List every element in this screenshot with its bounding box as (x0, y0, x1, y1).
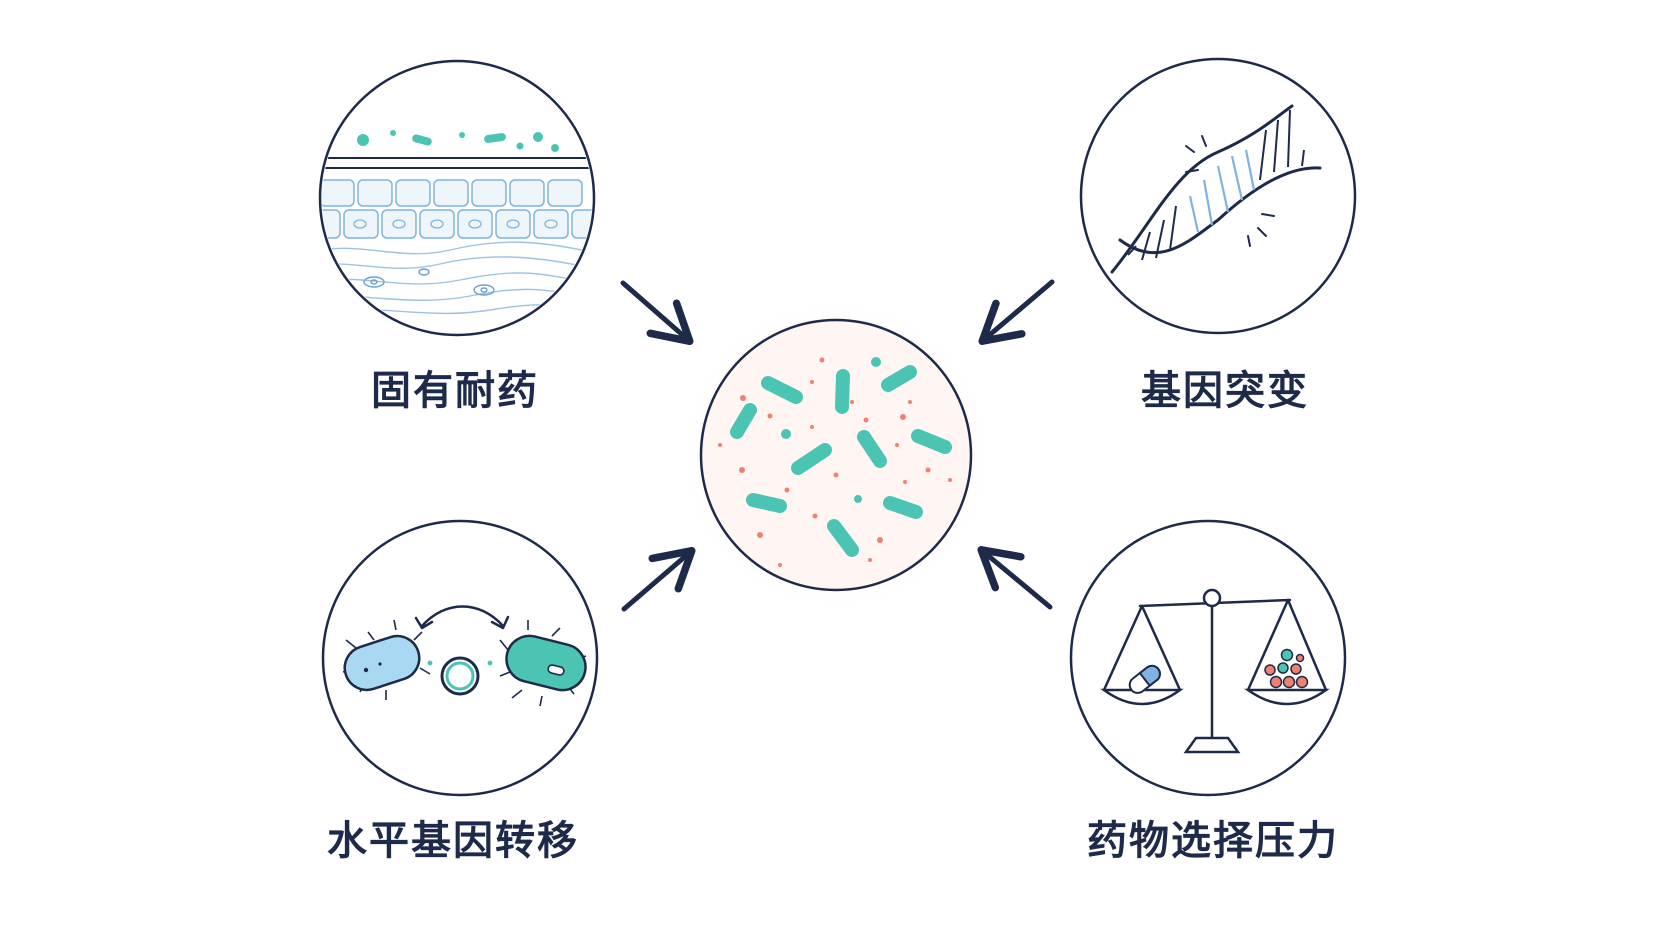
arrow-hgt (621, 546, 696, 612)
red-dots (718, 357, 952, 567)
bacteria-colony (681, 300, 991, 610)
plasmid-ring (440, 656, 480, 696)
dna-mutation-rungs (1188, 149, 1256, 233)
balance-scale-icon (1069, 519, 1347, 797)
plasmid-transfer-icon (321, 519, 599, 797)
bacteria-pile (1264, 648, 1309, 689)
mutation-sparks (1185, 135, 1275, 247)
bacterium-left (342, 619, 431, 700)
pill-capsule (1128, 664, 1161, 694)
arrows (620, 279, 1055, 612)
label-mutation: 基因突变 (1141, 368, 1309, 414)
rod-bacteria (730, 365, 952, 557)
dna-rungs (1127, 109, 1305, 261)
label-hgt: 水平基因转移 (327, 818, 579, 864)
arrow-mutation (978, 279, 1055, 345)
transfer-dots (427, 660, 493, 666)
bacterium-right (499, 620, 587, 707)
label-selection: 药物选择压力 (1087, 818, 1339, 864)
dna-helix-icon (1079, 57, 1357, 335)
arrow-selection (977, 546, 1053, 610)
cocci-bacteria (781, 357, 881, 503)
tissue-layer-icon (318, 59, 596, 337)
label-intrinsic: 固有耐药 (371, 368, 539, 414)
arrow-intrinsic (620, 280, 694, 346)
